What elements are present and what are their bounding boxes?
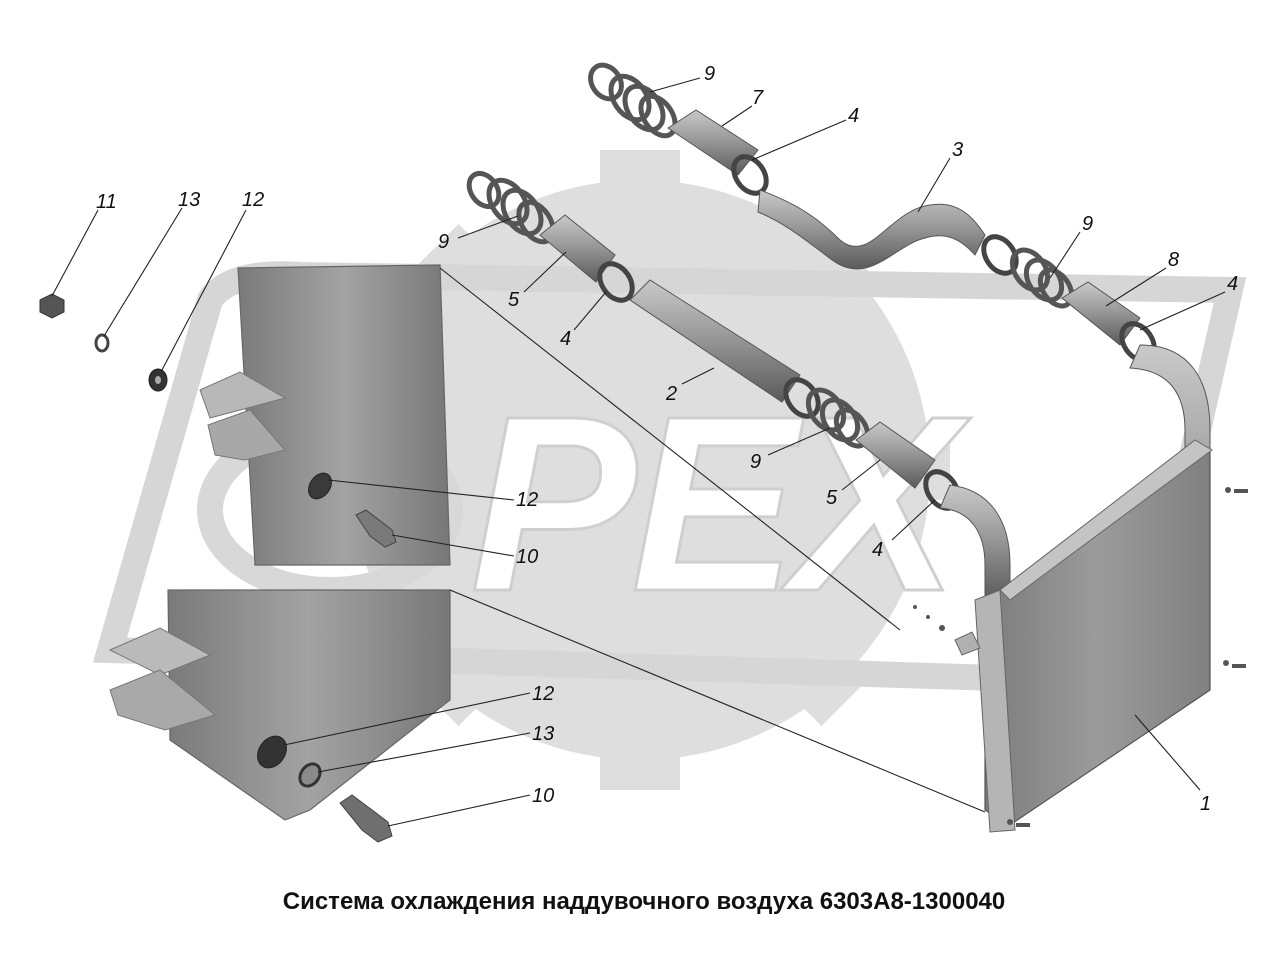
washer-12-lower xyxy=(257,735,287,769)
callout-12-mid: 12 xyxy=(516,489,538,511)
radiator-core xyxy=(984,448,1211,826)
hose-8 xyxy=(1061,281,1141,346)
hose-5-upper xyxy=(539,214,616,283)
upper-hose-assembly xyxy=(588,62,1157,363)
hose-5-lower xyxy=(855,421,936,489)
upper-bracket-tab xyxy=(199,371,287,419)
callout-9-right: 9 xyxy=(1082,213,1093,235)
lower-bracket-tab xyxy=(108,627,212,676)
clamp-4-lower-left xyxy=(597,261,635,303)
pipe-2 xyxy=(629,279,801,403)
watermark: PEX xyxy=(92,150,1247,790)
callout-9-top: 9 xyxy=(704,63,715,85)
radiator-bolts xyxy=(913,487,1248,827)
assembly-lines xyxy=(439,267,986,813)
callout-10-bottom: 10 xyxy=(532,785,554,807)
callout-2: 2 xyxy=(665,383,677,405)
lower-bracket-tab-2 xyxy=(109,669,217,731)
leader-lines xyxy=(51,77,1226,827)
upper-bracket xyxy=(199,264,451,566)
radiator-1 xyxy=(913,344,1248,833)
callout-1: 1 xyxy=(1200,793,1211,815)
washer-13-lower xyxy=(298,762,322,788)
callout-labels: 9 7 4 3 9 8 4 9 5 4 2 9 5 4 1 11 13 12 1… xyxy=(96,63,1238,815)
callout-7: 7 xyxy=(752,87,764,109)
callout-13-bottom: 13 xyxy=(532,723,554,745)
callout-12-top: 12 xyxy=(242,189,264,211)
lower-hose-assembly xyxy=(466,170,961,511)
cooling-system-diagram: PEX xyxy=(39,62,1248,843)
watermark-text: PEX xyxy=(470,364,971,643)
callout-4-top: 4 xyxy=(848,105,859,127)
upper-bracket-tab-2 xyxy=(207,409,286,461)
bolt-10-lower xyxy=(339,794,393,843)
washer-12-hole xyxy=(155,376,161,384)
callout-3: 3 xyxy=(952,139,963,161)
callout-5-mid: 5 xyxy=(826,487,838,509)
clamp-9-upper-left xyxy=(588,62,678,139)
clamp-9-lower-left xyxy=(466,170,556,245)
washer-13 xyxy=(94,333,110,353)
callout-12-bottom: 12 xyxy=(532,683,554,705)
radiator-side-tank xyxy=(974,589,1016,833)
callout-4-right: 4 xyxy=(1227,273,1238,295)
callout-11: 11 xyxy=(96,191,117,213)
callout-4-mid: 4 xyxy=(872,539,883,561)
callout-10-mid: 10 xyxy=(516,546,538,568)
radiator-bracket xyxy=(954,631,981,656)
callout-13-top: 13 xyxy=(178,189,200,211)
callout-8: 8 xyxy=(1168,249,1179,271)
bolt-10-upper xyxy=(355,509,397,548)
lower-bracket xyxy=(108,589,451,843)
hose-7 xyxy=(667,109,759,176)
diagram-caption: Система охлаждения наддувочного воздуха … xyxy=(282,888,1006,915)
callout-5-left: 5 xyxy=(508,289,520,311)
callout-4-left: 4 xyxy=(560,328,571,350)
clamp-9-upper-right xyxy=(1009,247,1075,309)
nut-11 xyxy=(39,293,65,319)
radiator-top-tank xyxy=(999,439,1213,601)
upper-bracket-plate xyxy=(237,264,451,566)
callout-9-mid: 9 xyxy=(750,451,761,473)
callout-9-left: 9 xyxy=(438,231,449,253)
loose-hardware xyxy=(39,293,168,392)
washer-12-upper xyxy=(308,472,332,500)
pipe-3 xyxy=(757,189,986,270)
